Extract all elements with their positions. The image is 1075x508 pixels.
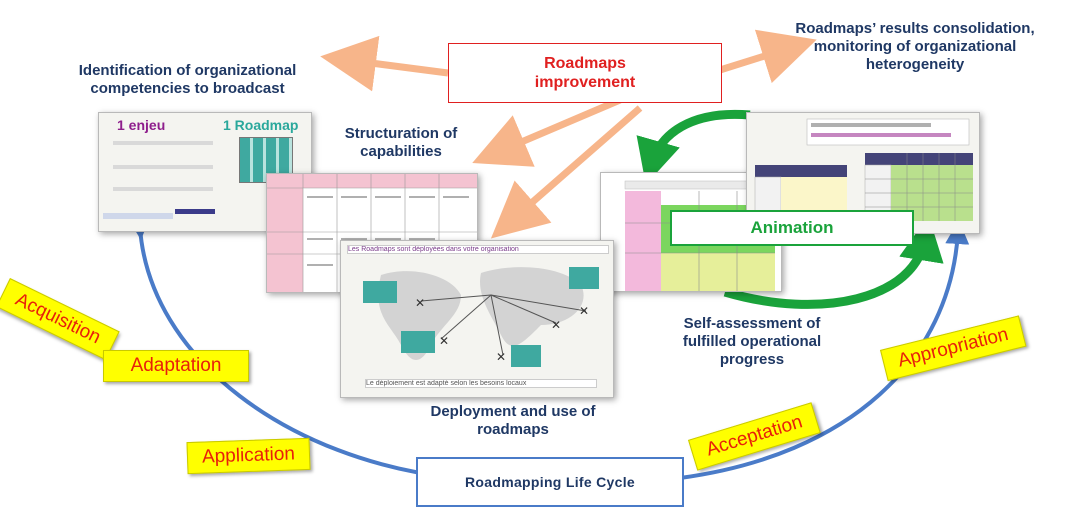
cycle-arc-right (679, 220, 970, 480)
improvement-arrow-left (320, 35, 449, 92)
roadmap-title: 1 Roadmap (223, 117, 299, 133)
svg-text:✕: ✕ (439, 334, 449, 348)
svg-text:✕: ✕ (415, 296, 425, 310)
application-tag: Application (186, 437, 311, 475)
deployment-map-thumbnail: Les Roadmaps sont déployées dans votre o… (340, 240, 614, 398)
animation-label: Animation (750, 218, 834, 237)
improvement-arrow-deployment (490, 105, 643, 239)
roadmaps-improvement-label: Roadmaps improvement (534, 55, 636, 91)
animation-box: Animation (670, 210, 914, 246)
roadmaps-improvement-box: Roadmaps improvement (448, 43, 722, 103)
improvement-arrow-right (718, 29, 817, 84)
world-map: ✕ ✕ ✕ ✕ ✕ (363, 267, 599, 367)
svg-text:✕: ✕ (496, 350, 506, 364)
capability-table-grid (267, 174, 477, 292)
svg-text:✕: ✕ (579, 304, 589, 318)
lifecycle-box: Roadmapping Life Cycle (416, 457, 684, 507)
identification-caption: Identification of organizational compete… (78, 62, 297, 97)
svg-text:✕: ✕ (551, 318, 561, 332)
animation-loop-bottom (723, 215, 944, 309)
roadmap-thumbnail: 1 enjeu 1 Roadmap (98, 112, 312, 232)
self-assessment-caption: Self-assessment of fulfilled operational… (682, 315, 822, 368)
lifecycle-label: Roadmapping Life Cycle (465, 474, 635, 490)
deployment-footer: Le déploiement est adapté selon les beso… (365, 379, 597, 388)
deployment-header: Les Roadmaps sont déployées dans votre o… (347, 245, 609, 254)
cycle-arc-left (127, 215, 456, 480)
improvement-arrow-structuration (472, 96, 622, 167)
adaptation-tag: Adaptation (103, 350, 249, 382)
animation-loop-top (636, 109, 751, 185)
results-caption: Roadmaps’ results consolidation, monitor… (795, 20, 1035, 73)
deployment-caption: Deployment and use of roadmaps (430, 403, 596, 438)
structuration-caption: Structuration of capabilities (344, 125, 458, 160)
enjeu-title: 1 enjeu (117, 117, 166, 133)
